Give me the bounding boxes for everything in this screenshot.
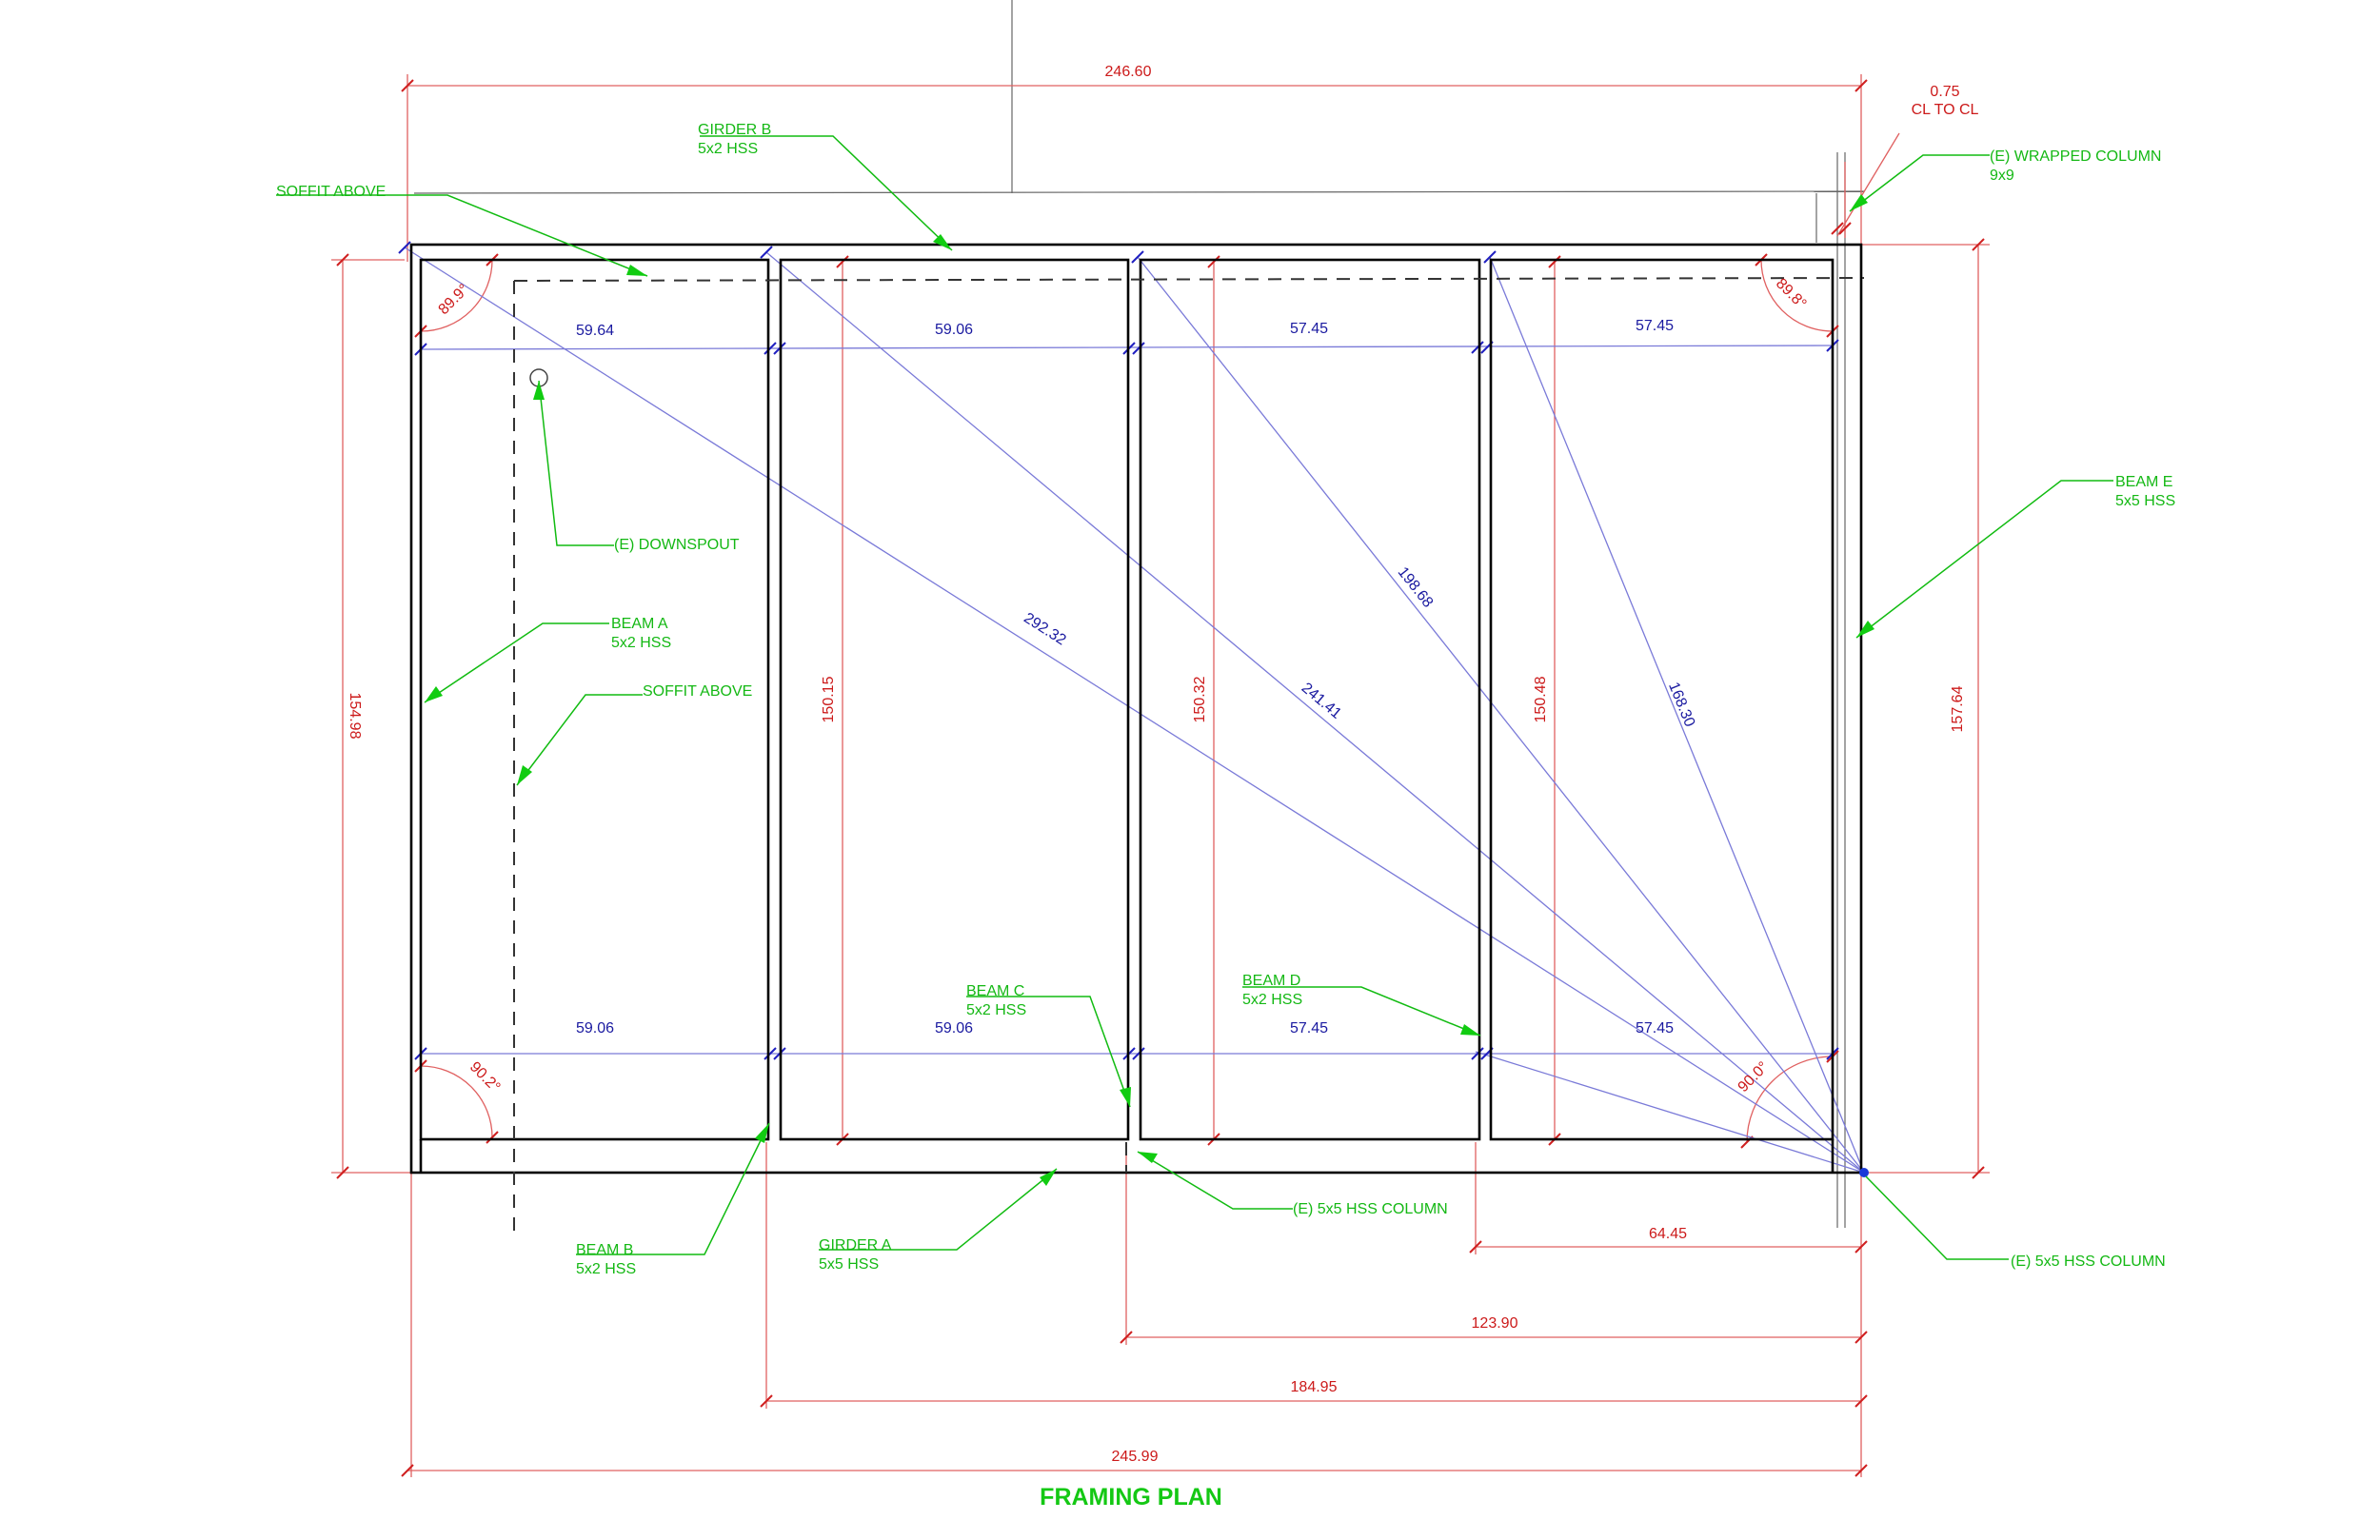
beam-c-name: BEAM C [966,983,1024,999]
dim-cl-value: 0.75 [1930,84,1959,100]
annotation-leaders [276,135,2113,1260]
corner-column-marker [1859,1168,1869,1177]
diagonal-2: 241.41 [1299,680,1344,722]
column-center-label: (E) 5x5 HSS COLUMN [1293,1201,1448,1217]
downspout-label: (E) DOWNSPOUT [614,537,740,553]
dimension-lines [331,74,1990,1477]
girder-b-size: 5x2 HSS [698,141,758,157]
beam-e-size: 5x5 HSS [2115,493,2175,509]
bay-4 [1489,258,1835,1141]
soffit-above-top: SOFFIT ABOVE [276,184,386,200]
bay-top-2: 59.06 [935,322,973,338]
girder-b-name: GIRDER B [698,122,771,138]
dim-height-bay-3: 150.32 [1192,676,1208,722]
measurement-texts: 59.64 59.06 57.45 57.45 59.06 59.06 57.4… [576,318,1697,1037]
girder-a-name: GIRDER A [819,1237,892,1254]
bay-2 [779,258,1130,1141]
bay-top-3: 57.45 [1290,321,1328,337]
beam-a-name: BEAM A [611,616,668,632]
wrapped-column-size: 9x9 [1990,168,2014,184]
beam-d-size: 5x2 HSS [1242,992,1302,1008]
dim-overall-bottom: 245.99 [1112,1449,1159,1465]
angle-bottom-left: 90.2° [466,1059,504,1096]
dim-overall-top: 246.60 [1105,64,1152,80]
beam-b-name: BEAM B [576,1242,633,1258]
annotation-texts: GIRDER B 5x2 HSS SOFFIT ABOVE (E) WRAPPE… [276,122,2175,1277]
dim-cl-label: CL TO CL [1912,102,1979,118]
bay-top-1: 59.64 [576,323,614,339]
bay-1 [419,258,770,1141]
soffit-outline [513,277,1865,1237]
bay-bottom-3: 57.45 [1290,1020,1328,1037]
drawing-title: FRAMING PLAN [1040,1484,1222,1510]
outer-frame [409,243,1863,1175]
dim-height-bay-4: 150.48 [1533,676,1549,722]
dim-chain-2: 123.90 [1472,1315,1518,1332]
dim-chain-3: 184.95 [1291,1379,1338,1395]
soffit-above-left: SOFFIT ABOVE [643,683,752,700]
bay-bottom-1: 59.06 [576,1020,614,1037]
bay-bottom-4: 57.45 [1636,1020,1674,1037]
beam-e-name: BEAM E [2115,474,2172,490]
structural-frame [409,243,1869,1177]
beam-d-name: BEAM D [1242,973,1300,989]
beam-a-size: 5x2 HSS [611,635,671,651]
beam-b-size: 5x2 HSS [576,1261,636,1277]
column-corner-label: (E) 5x5 HSS COLUMN [2011,1254,2166,1270]
dim-height-right: 157.64 [1950,685,1966,732]
dim-chain-1: 64.45 [1649,1226,1687,1242]
angle-arcs [414,253,1839,1149]
dim-height-left: 154.98 [347,693,363,740]
bay-top-4: 57.45 [1636,318,1674,334]
wrapped-column-name: (E) WRAPPED COLUMN [1990,148,2161,165]
diagonal-4: 168.30 [1665,680,1697,729]
beam-c-size: 5x2 HSS [966,1002,1026,1018]
bay-3 [1139,258,1481,1141]
girder-a-size: 5x5 HSS [819,1256,879,1273]
dim-height-bay-2: 150.15 [821,676,837,722]
construction-lines [413,0,1865,1228]
bay-bottom-2: 59.06 [935,1020,973,1037]
